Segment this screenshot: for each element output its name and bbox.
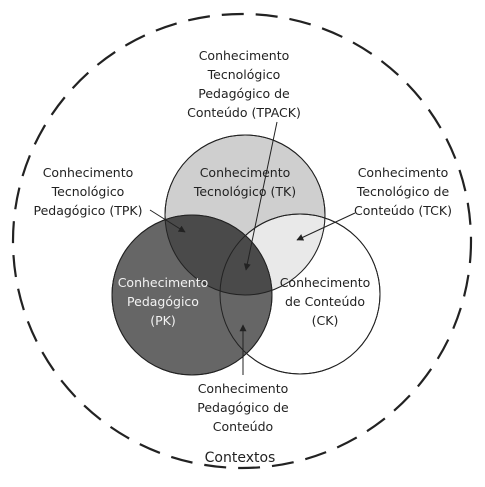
pck-label-line: Conteúdo [213, 419, 273, 434]
ck-label-line: de Conteúdo [285, 294, 365, 309]
ck-label: Conhecimento de Conteúdo (CK) [280, 275, 371, 328]
tk-label-line: Conhecimento [200, 165, 291, 180]
tpack-label-line: Tecnológico [207, 67, 281, 82]
ck-label-line: (CK) [312, 313, 339, 328]
pk-label-line: Pedagógico [127, 294, 199, 309]
contexts-boundary [11, 12, 473, 470]
tpack-arrow [243, 121, 278, 271]
tpack-label-line: Conteúdo (TPACK) [187, 105, 301, 120]
pk-label-line: Conhecimento [118, 275, 209, 290]
tpack-label-line: Conhecimento [199, 48, 290, 63]
tck-arrow [296, 212, 356, 241]
pck-label-line: Pedagógico de [197, 400, 289, 415]
contexts-label: Contextos [205, 450, 276, 466]
tk-label-line: Tecnológico (TK) [193, 184, 296, 199]
tck-label-line: Tecnológico de [356, 184, 450, 199]
tk-outline [164, 134, 326, 296]
tpk-overlap [165, 215, 272, 295]
tpack-label-line: Pedagógico de [198, 86, 290, 101]
tck-label-line: Conhecimento [358, 165, 449, 180]
tpk-arrow [149, 209, 186, 233]
tpk-label-line: Tecnológico [51, 184, 125, 199]
ck-label-line: Conhecimento [280, 275, 371, 290]
ck-outline [219, 213, 381, 375]
tpk-label-line: Pedagógico (TPK) [34, 203, 143, 218]
tpk-label-line: Conhecimento [43, 165, 134, 180]
pck-label-line: Conhecimento [198, 381, 289, 396]
pk-outline [111, 214, 273, 376]
tck-label-line: Conteúdo (TCK) [354, 203, 452, 218]
pk-label-line: (PK) [150, 313, 176, 328]
